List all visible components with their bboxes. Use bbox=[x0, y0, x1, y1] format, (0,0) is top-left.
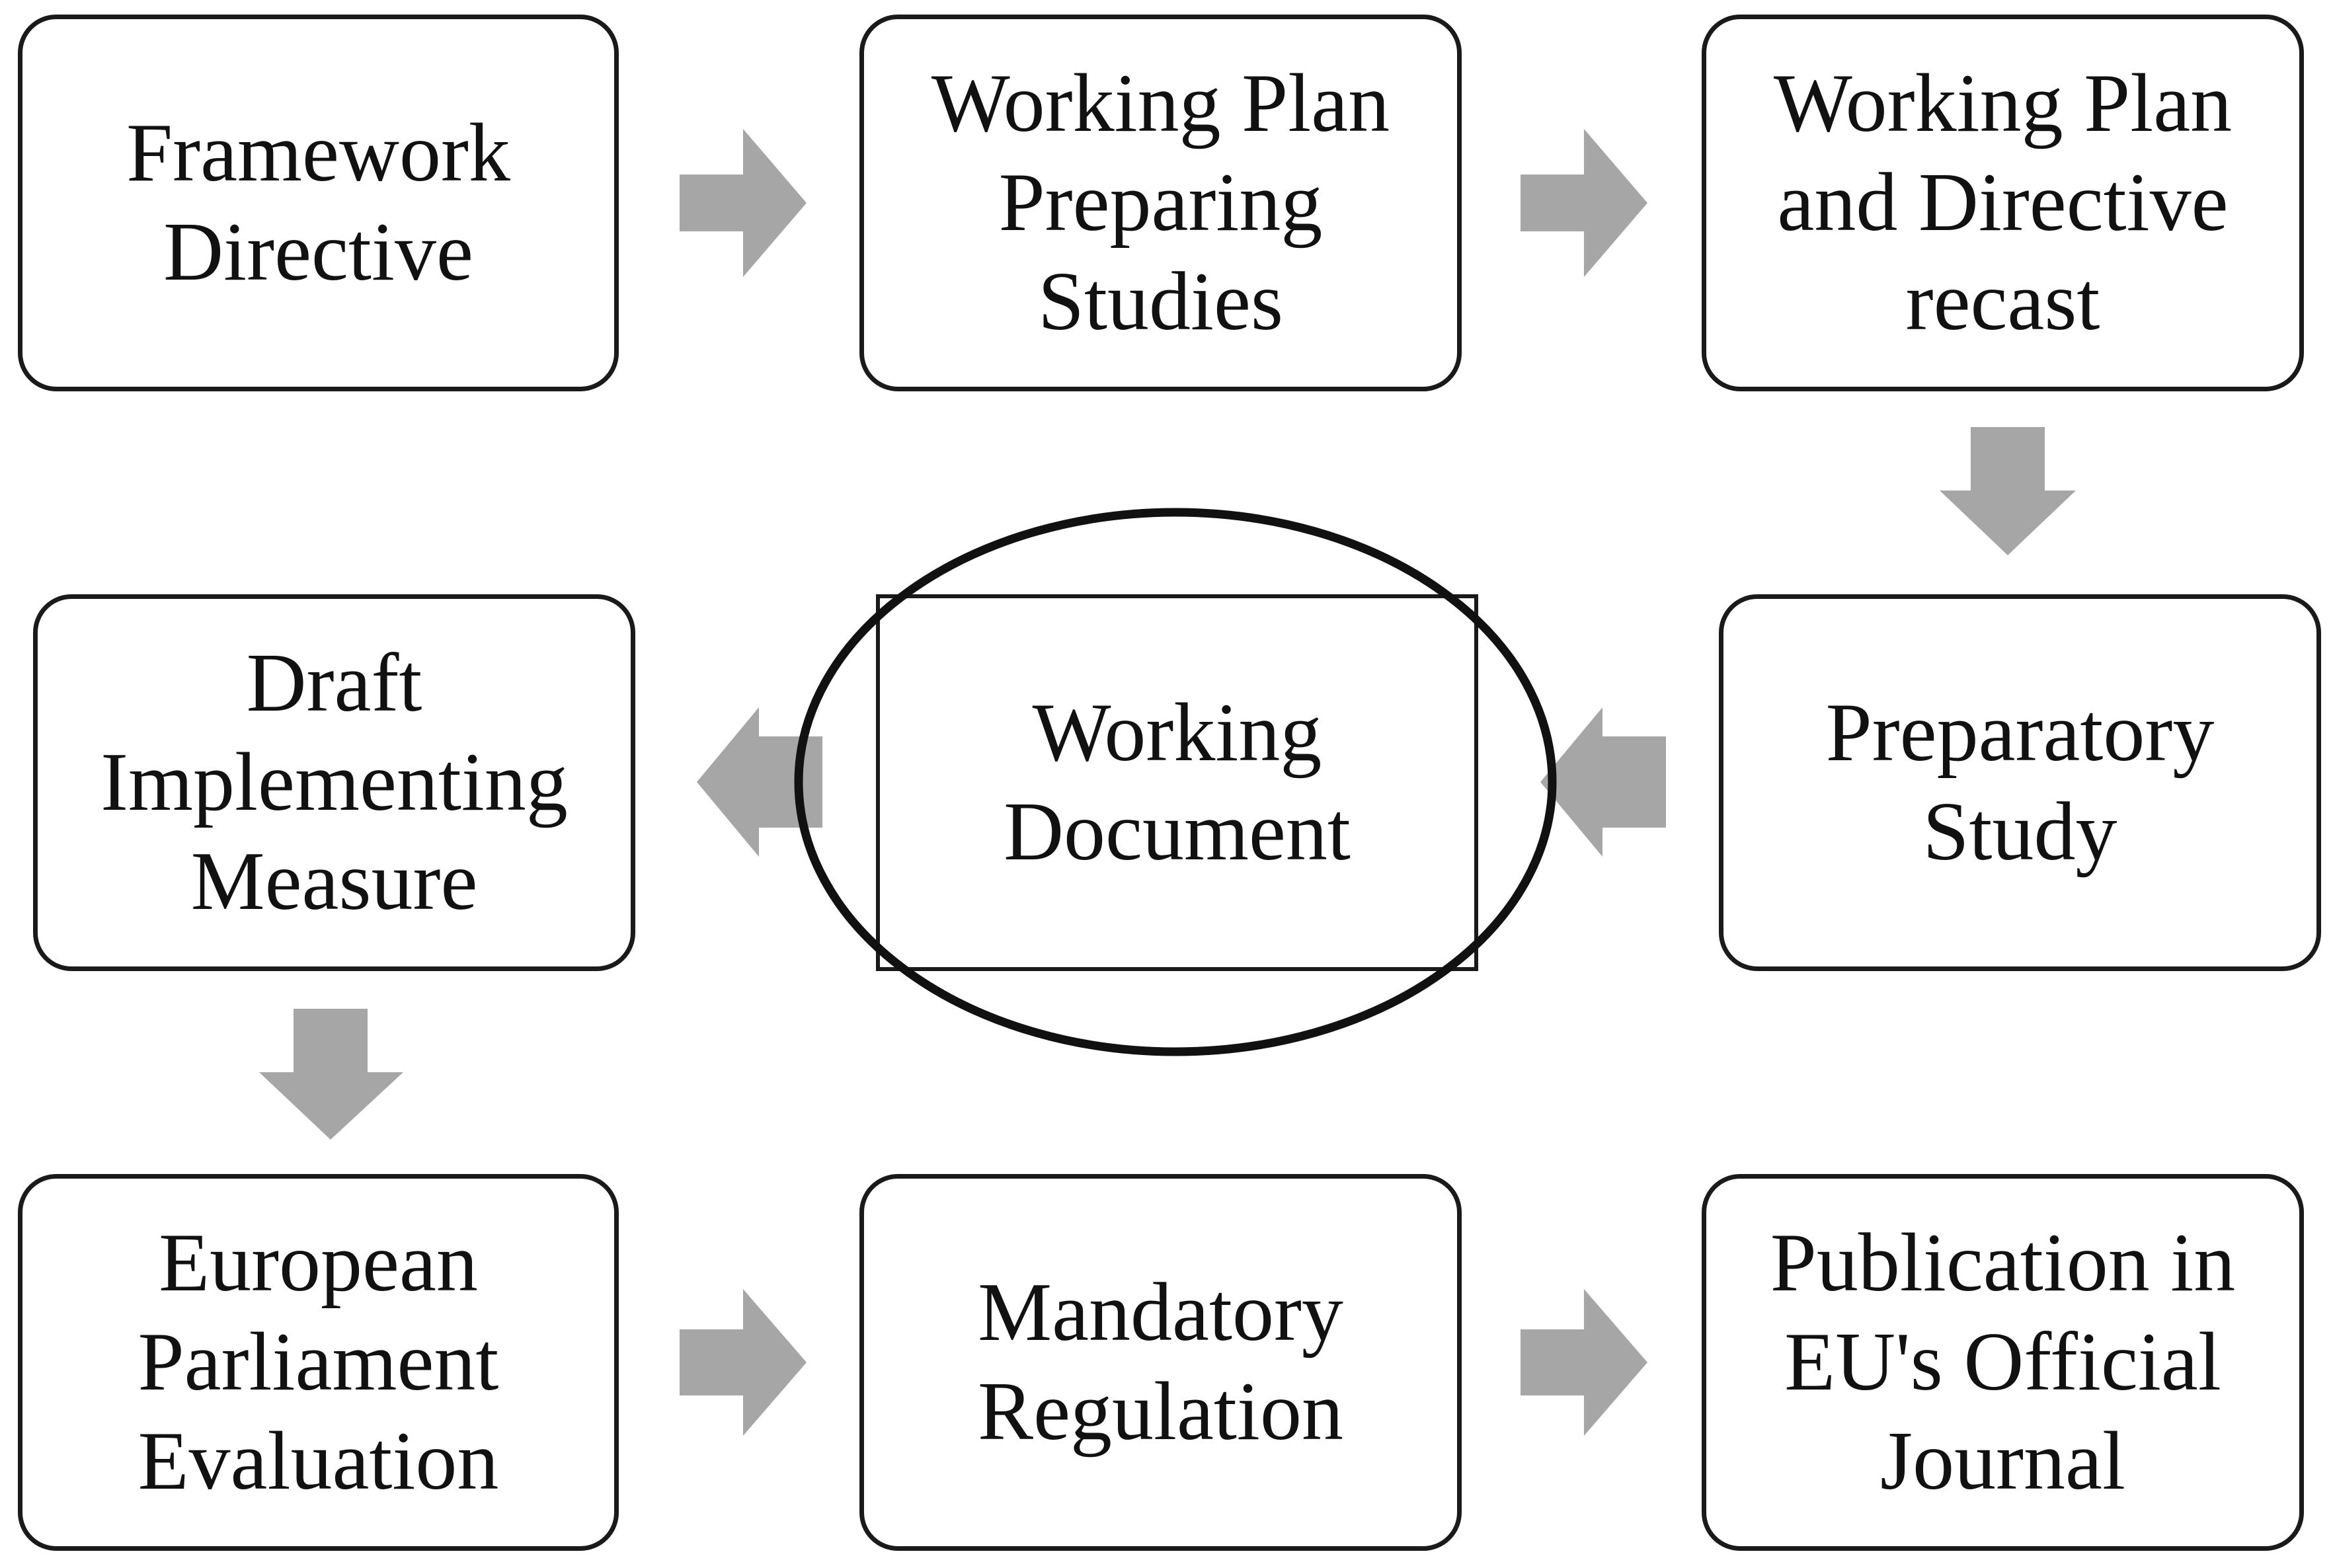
node-framework-directive: Framework Directive bbox=[18, 15, 619, 391]
arrow-left-preparatory-to-working-document bbox=[1540, 707, 1666, 857]
node-label: Preparatory Study bbox=[1825, 687, 2215, 878]
arrow-down-draft-to-parliament bbox=[259, 1009, 403, 1140]
arrow-left-working-document-to-draft bbox=[697, 707, 822, 857]
node-preparatory-study: Preparatory Study bbox=[1719, 594, 2321, 971]
node-label: Draft Implementing Measure bbox=[100, 637, 568, 927]
node-label: Working Document bbox=[1004, 687, 1351, 878]
node-working-document: Working Document bbox=[876, 594, 1478, 971]
arrow-right-regulation-to-publication bbox=[1521, 1289, 1647, 1436]
node-draft-implementing-measure: Draft Implementing Measure bbox=[33, 594, 635, 971]
node-label: Publication in EU's Official Journal bbox=[1770, 1217, 2236, 1507]
arrow-down-recast-to-preparatory bbox=[1940, 427, 2076, 555]
node-label: European Parliament Evaluation bbox=[138, 1217, 499, 1507]
node-label: Working Plan and Directive recast bbox=[1773, 58, 2233, 348]
node-european-parliament-evaluation: European Parliament Evaluation bbox=[18, 1174, 619, 1551]
node-mandatory-regulation: Mandatory Regulation bbox=[859, 1174, 1462, 1551]
node-working-plan-directive-recast: Working Plan and Directive recast bbox=[1702, 15, 2304, 391]
node-working-plan-preparing-studies: Working Plan Preparing Studies bbox=[859, 15, 1462, 391]
arrow-right-working-plan-to-recast bbox=[1521, 129, 1647, 277]
node-publication-official-journal: Publication in EU's Official Journal bbox=[1702, 1174, 2304, 1551]
node-label: Working Plan Preparing Studies bbox=[931, 58, 1390, 348]
arrow-right-framework-to-working-plan bbox=[680, 129, 807, 277]
node-label: Mandatory Regulation bbox=[978, 1267, 1343, 1458]
node-label: Framework Directive bbox=[126, 107, 510, 298]
arrow-right-parliament-to-regulation bbox=[680, 1289, 807, 1436]
